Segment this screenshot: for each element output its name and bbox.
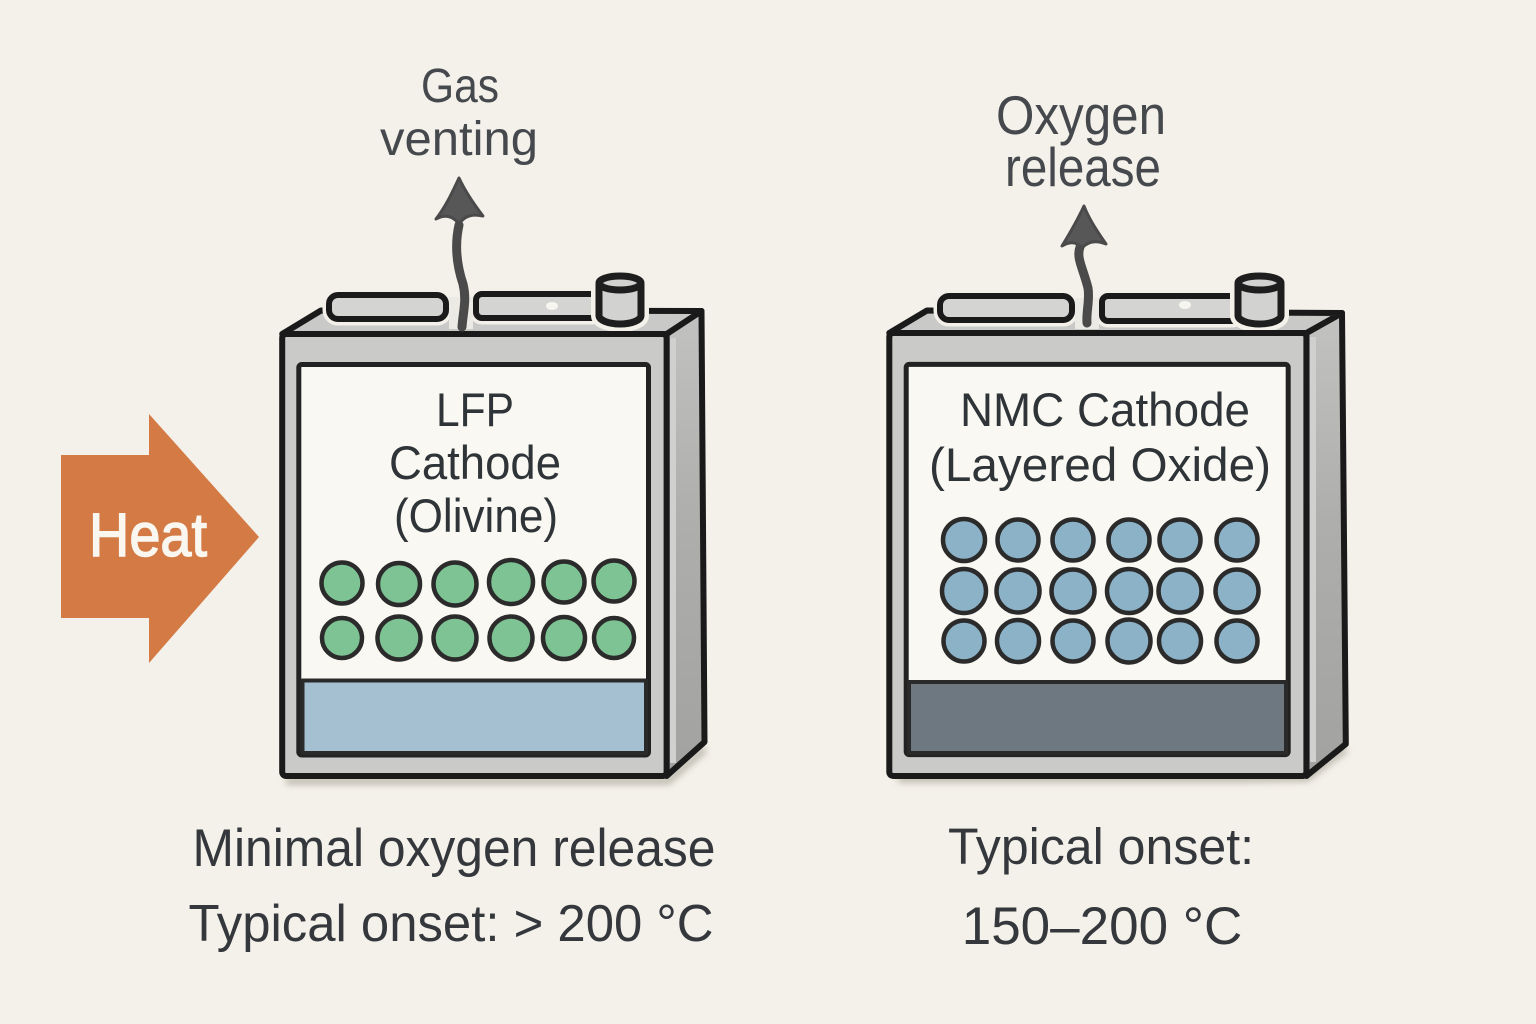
svg-text:venting: venting [380, 113, 538, 166]
svg-text:release: release [1005, 136, 1161, 198]
svg-text:Gas: Gas [421, 60, 499, 113]
svg-text:150–200 °C: 150–200 °C [962, 897, 1243, 956]
svg-text:NMC Cathode: NMC Cathode [960, 383, 1250, 436]
svg-text:Cathode: Cathode [389, 436, 561, 489]
svg-text:Typical onset:: Typical onset: [948, 818, 1254, 875]
svg-text:LFP: LFP [436, 383, 514, 436]
svg-text:Typical onset: > 200 °C: Typical onset: > 200 °C [189, 895, 714, 953]
svg-text:Oxygen: Oxygen [996, 84, 1166, 146]
svg-text:Heat: Heat [89, 501, 207, 569]
svg-text:Minimal oxygen release: Minimal oxygen release [193, 819, 716, 878]
svg-text:(Layered Oxide): (Layered Oxide) [929, 438, 1271, 491]
svg-text:(Olivine): (Olivine) [394, 489, 558, 542]
